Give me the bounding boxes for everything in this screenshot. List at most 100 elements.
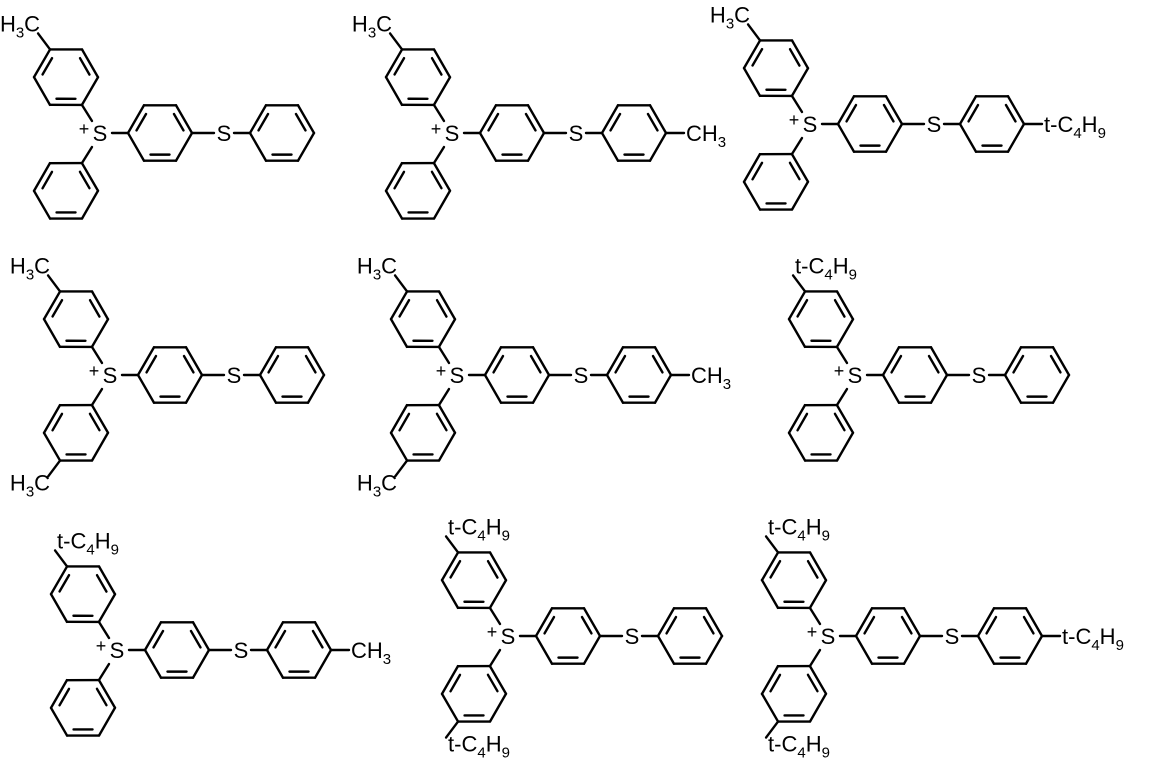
ring-bond bbox=[904, 636, 920, 664]
ring-bond bbox=[315, 650, 331, 678]
upper-aryl-ring bbox=[34, 49, 98, 104]
molecule-2: S+H3CSCH3 bbox=[352, 11, 726, 218]
ring-bond bbox=[533, 347, 549, 375]
bond-s-lower bbox=[439, 389, 449, 405]
ring-bond bbox=[1026, 608, 1042, 636]
ring-bond bbox=[792, 40, 808, 68]
upper-aryl-ring bbox=[762, 552, 826, 607]
ring-bond bbox=[650, 105, 666, 133]
ring-bond bbox=[810, 580, 826, 608]
upper-aryl-ring bbox=[391, 291, 455, 346]
ring-bond bbox=[391, 405, 407, 433]
ring-bond bbox=[789, 291, 805, 319]
ring-bond bbox=[528, 133, 544, 161]
thioether-s-atom: S bbox=[945, 624, 960, 649]
upper-aryl-ring bbox=[744, 40, 808, 95]
upper-aryl-ring bbox=[442, 552, 506, 607]
ring-bond bbox=[856, 636, 872, 664]
central-phenylene-ring bbox=[838, 96, 902, 151]
ring-bond bbox=[92, 319, 108, 347]
ring-bond bbox=[490, 552, 506, 580]
ring-bond bbox=[99, 594, 115, 622]
ring-bond bbox=[186, 375, 202, 403]
ring-bond bbox=[762, 694, 778, 722]
ring-bond bbox=[978, 608, 994, 636]
ring-bond bbox=[260, 375, 276, 403]
ring-bond bbox=[658, 608, 674, 636]
ring-bond bbox=[442, 666, 458, 694]
ring-bond bbox=[439, 433, 455, 461]
ring-bond bbox=[931, 347, 947, 375]
sulfonium-s-atom: S bbox=[848, 363, 863, 388]
upper-substituent: H3C bbox=[352, 11, 392, 41]
ring-bond bbox=[744, 182, 760, 210]
terminal-aryl-ring bbox=[267, 622, 331, 677]
thioether-s-atom: S bbox=[217, 121, 232, 146]
terminal-substituent: CH3 bbox=[686, 121, 726, 151]
ring-bond bbox=[655, 347, 671, 375]
upper-substituent: H3C bbox=[710, 2, 750, 32]
ring-bond bbox=[260, 347, 276, 375]
ring-bond bbox=[1008, 96, 1024, 124]
central-phenylene-ring bbox=[856, 608, 920, 663]
upper-substituent: H3C bbox=[0, 11, 40, 41]
positive-charge: + bbox=[89, 361, 100, 381]
ring-bond bbox=[904, 608, 920, 636]
ring-bond bbox=[44, 291, 60, 319]
lower-substituent: t-C4H9 bbox=[768, 732, 830, 762]
ring-bond bbox=[607, 347, 623, 375]
bond-s-lower bbox=[434, 147, 444, 163]
ring-bond bbox=[51, 594, 67, 622]
ring-bond bbox=[837, 405, 853, 433]
ring-bond bbox=[810, 694, 826, 722]
ring-bond bbox=[82, 77, 98, 105]
ring-bond bbox=[960, 124, 976, 152]
positive-charge: + bbox=[834, 361, 845, 381]
ring-bond bbox=[528, 105, 544, 133]
molecule-1: S+H3CS bbox=[0, 11, 314, 218]
positive-charge: + bbox=[807, 622, 818, 642]
sulfonium-s-atom: S bbox=[103, 363, 118, 388]
ring-bond bbox=[308, 347, 324, 375]
molecule-5: S+H3CH3CSCH3 bbox=[357, 253, 731, 500]
upper-substituent: H3C bbox=[10, 253, 50, 283]
ring-bond bbox=[267, 650, 283, 678]
upper-substituent: t-C4H9 bbox=[768, 514, 830, 544]
ring-bond bbox=[744, 40, 760, 68]
ring-bond bbox=[92, 291, 108, 319]
upper-substituent: t-C4H9 bbox=[795, 253, 857, 283]
ring-bond bbox=[789, 405, 805, 433]
thioether-s-atom: S bbox=[625, 624, 640, 649]
central-phenylene-ring bbox=[485, 347, 549, 402]
ring-bond bbox=[176, 105, 192, 133]
ring-bond bbox=[792, 182, 808, 210]
sulfonium-s-atom: S bbox=[803, 112, 818, 137]
ring-bond bbox=[1005, 347, 1021, 375]
ring-bond bbox=[792, 68, 808, 96]
sulfonium-s-atom: S bbox=[501, 624, 516, 649]
sulfonium-s-atom: S bbox=[110, 638, 125, 663]
terminal-aryl-ring bbox=[607, 347, 671, 402]
molecule-6: S+t-C4H9S bbox=[789, 253, 1069, 460]
lower-substituent: H3C bbox=[357, 471, 397, 501]
sulfonium-s-atom: S bbox=[93, 121, 108, 146]
terminal-aryl-ring bbox=[1005, 347, 1069, 402]
ring-bond bbox=[584, 608, 600, 636]
thioether-s-atom: S bbox=[972, 363, 987, 388]
bond-s-lower bbox=[99, 664, 109, 680]
upper-aryl-ring bbox=[51, 566, 115, 621]
ring-bond bbox=[92, 433, 108, 461]
central-phenylene-ring bbox=[138, 347, 202, 402]
ring-bond bbox=[480, 105, 496, 133]
ring-bond bbox=[1005, 375, 1021, 403]
ring-bond bbox=[82, 49, 98, 77]
central-phenylene-ring bbox=[480, 105, 544, 160]
ring-bond bbox=[838, 124, 854, 152]
thioether-s-atom: S bbox=[569, 121, 584, 146]
ring-bond bbox=[386, 163, 402, 191]
ring-bond bbox=[267, 622, 283, 650]
upper-substituent: H3C bbox=[357, 253, 397, 283]
ring-bond bbox=[51, 680, 67, 708]
ring-bond bbox=[193, 650, 209, 678]
